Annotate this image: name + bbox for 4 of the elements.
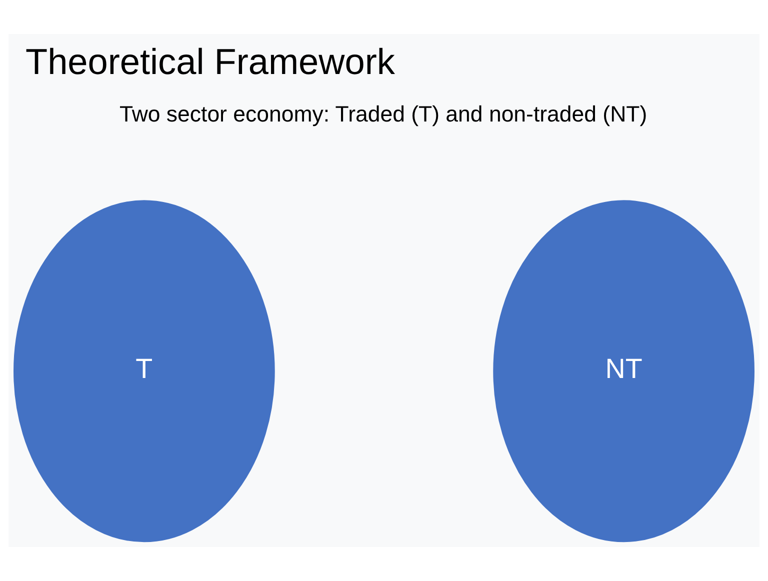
node-ellipse: T <box>14 200 275 542</box>
node-ellipse: NT <box>493 200 754 542</box>
diagram-title: Theoretical Framework <box>26 41 395 82</box>
label: Two sector economy: Traded (T) and non-traded (NT) <box>119 101 648 126</box>
